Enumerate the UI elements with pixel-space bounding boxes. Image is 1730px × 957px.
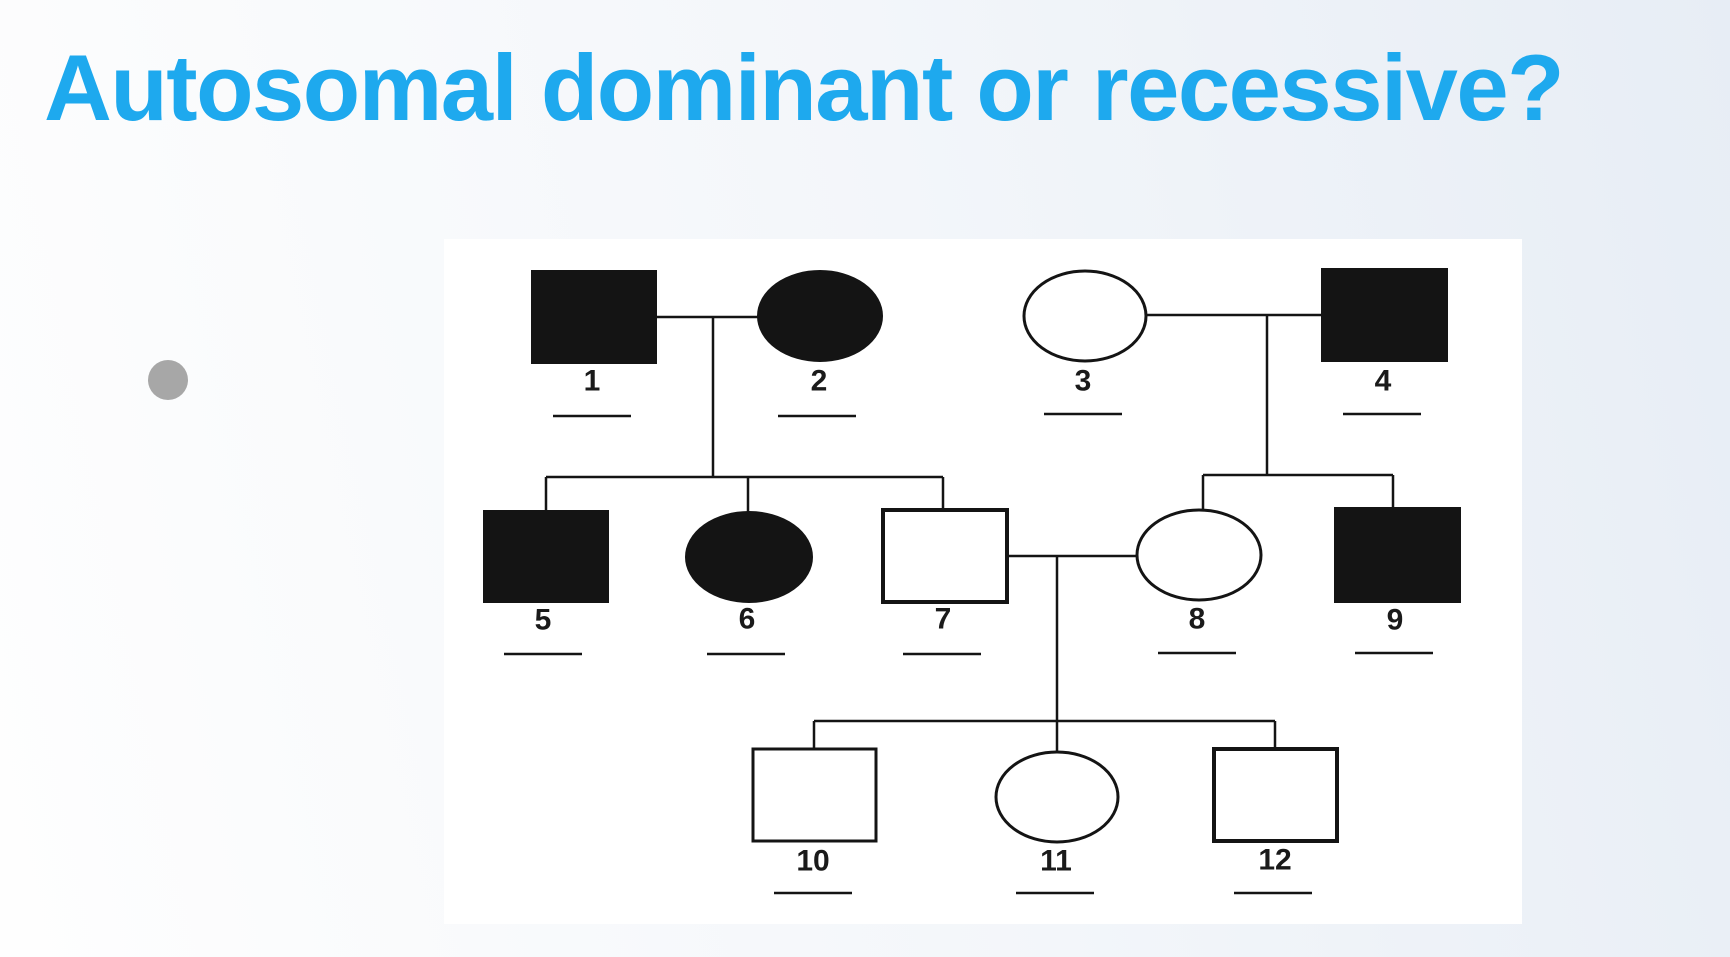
individual-7-male-symbol <box>881 508 1009 604</box>
individual-6-female-symbol <box>685 511 813 603</box>
individual-9-label: 9 <box>1387 604 1404 637</box>
individual-9-male-symbol <box>1334 507 1461 603</box>
individual-1-male-symbol <box>531 270 657 364</box>
individual-4-label: 4 <box>1375 365 1392 398</box>
individual-3-female-symbol <box>1022 269 1148 363</box>
individual-5-male-symbol <box>483 510 609 603</box>
individual-11-label: 11 <box>1040 845 1072 878</box>
individual-12-male-symbol <box>1212 747 1339 843</box>
individual-12-label: 12 <box>1258 844 1291 877</box>
individual-10-label: 10 <box>796 845 829 878</box>
individual-1-label: 1 <box>584 365 601 398</box>
individual-3-label: 3 <box>1075 365 1092 398</box>
individual-4-male-symbol <box>1321 268 1448 362</box>
individual-11-female-symbol <box>994 750 1120 844</box>
individual-2-female-symbol <box>757 270 883 362</box>
bullet-point <box>148 360 188 400</box>
individual-7-label: 7 <box>935 603 952 636</box>
individual-8-female-symbol <box>1135 508 1263 602</box>
individual-6-label: 6 <box>739 603 756 636</box>
individual-2-label: 2 <box>811 365 828 398</box>
individual-10-male-symbol <box>751 747 878 843</box>
slide-title: Autosomal dominant or recessive? <box>44 35 1565 140</box>
individual-5-label: 5 <box>535 604 552 637</box>
individual-8-label: 8 <box>1189 603 1206 636</box>
